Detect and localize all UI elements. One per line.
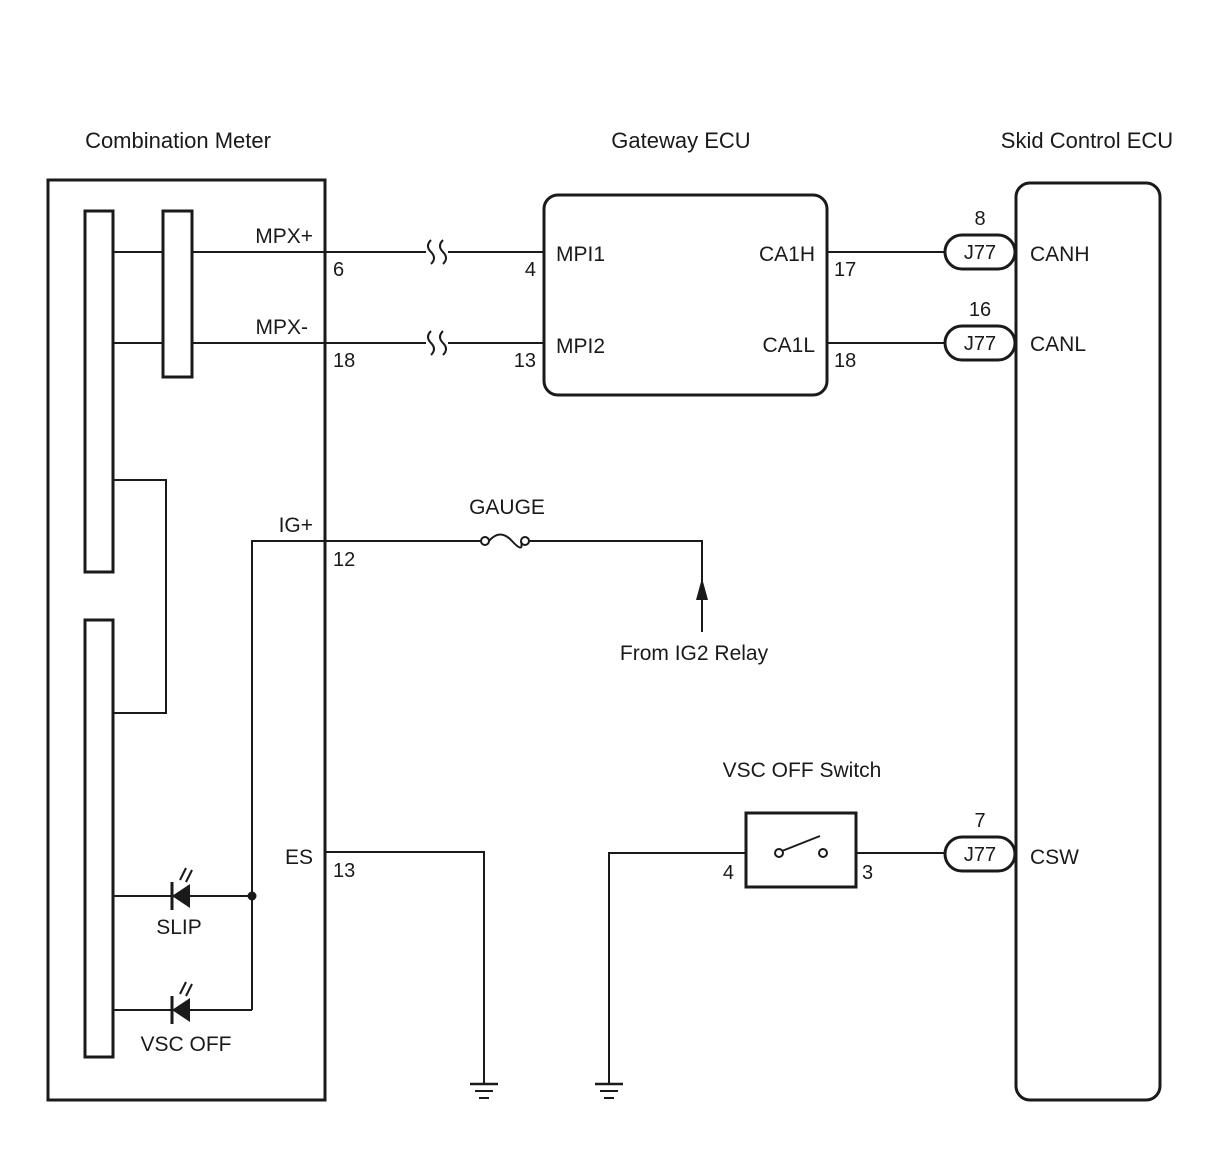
pin-ca1l: 18: [834, 350, 856, 372]
meter-mpx-interface: [161, 209, 194, 379]
vsc-off-led-icon: [172, 998, 190, 1022]
meter-upper-module: [83, 209, 115, 574]
connector-j77-canh-shape: [943, 233, 1017, 271]
connector-j77-canh-label: J77: [964, 242, 996, 264]
ig-power-circuit: GAUGE From IG2 Relay: [325, 496, 769, 665]
gateway-ecu: MPI1 MPI2 CA1H CA1L 4 13 17 18: [514, 193, 856, 397]
slip-indicator: SLIP: [113, 867, 252, 939]
ig-wire-right: [529, 540, 703, 632]
terminal-csw: CSW: [1030, 846, 1079, 869]
connector-j77-csw-label: J77: [964, 844, 996, 866]
arrow-up-icon: [696, 578, 708, 600]
switch-pin-right: 3: [862, 862, 873, 884]
skid-control-ecu-title: Skid Control ECU: [1001, 128, 1173, 153]
slip-label: SLIP: [156, 916, 202, 939]
power-source-label: From IG2 Relay: [620, 642, 769, 665]
vsc-off-led-ray-icon: [179, 981, 187, 995]
es-ground-circuit: [325, 851, 498, 1099]
terminal-ca1l: CA1L: [762, 334, 815, 357]
ground-icon: [595, 1082, 623, 1099]
terminal-mpx-plus: MPX+: [255, 225, 313, 248]
combination-meter-box: [46, 178, 327, 1102]
pin-mpx-plus: 6: [333, 259, 344, 281]
vsc-off-switch-circuit: VSC OFF Switch 4 3: [595, 759, 945, 1099]
connector-j77-canl-label: J77: [964, 333, 996, 355]
connector-j77-canh: J77 8: [943, 208, 1017, 271]
skid-control-ecu: J77 8 J77 16 J77 7 CANH CANL CSW: [943, 181, 1162, 1102]
connector-j77-canl: J77 16: [943, 299, 1017, 362]
vsc-off-switch-label: VSC OFF Switch: [723, 759, 882, 782]
terminal-mpi1: MPI1: [556, 243, 605, 266]
gateway-ecu-box: [542, 193, 829, 397]
vsc-off-switch-box: [744, 811, 858, 889]
terminal-mpx-minus: MPX-: [256, 316, 309, 339]
fuse-icon: [480, 533, 530, 549]
pin-mpx-minus: 18: [333, 350, 355, 372]
skid-control-ecu-box: [1014, 181, 1162, 1102]
terminal-ca1h: CA1H: [759, 243, 815, 266]
pin-es: 13: [333, 860, 355, 882]
terminal-canl: CANL: [1030, 333, 1086, 356]
connector-j77-canl-pin: 16: [969, 299, 991, 321]
connector-j77-canl-shape: [943, 324, 1017, 362]
terminal-mpi2: MPI2: [556, 335, 605, 358]
switch-pin-left: 4: [723, 862, 734, 884]
mpx-plus-wire: [192, 239, 544, 265]
meter-ig-feed: [251, 540, 325, 1010]
switch-ground-wire: [608, 852, 746, 1083]
combination-meter-title: Combination Meter: [85, 128, 271, 153]
mpx-minus-wire: [192, 330, 544, 356]
gateway-ecu-title: Gateway ECU: [611, 128, 750, 153]
combination-meter: SLIP VSC OFF MPX+ MPX- IG+ ES 6 18 12 13: [46, 178, 355, 1102]
slip-led-ray-icon: [185, 869, 193, 883]
ground-icon: [470, 1082, 498, 1099]
meter-lower-module: [83, 618, 115, 1059]
es-ground-wire: [325, 851, 485, 1083]
slip-led-ray-icon: [179, 867, 187, 881]
connector-j77-csw-pin: 7: [974, 810, 985, 832]
switch-icon: [774, 835, 828, 858]
connector-j77-csw: J77 7: [943, 810, 1017, 873]
pin-mpi2: 13: [514, 350, 536, 372]
vsc-off-label: VSC OFF: [140, 1033, 231, 1056]
pin-ig-plus: 12: [333, 549, 355, 571]
fuse-label: GAUGE: [469, 496, 545, 519]
pin-mpi1: 4: [525, 259, 536, 281]
vsc-off-indicator: VSC OFF: [113, 981, 252, 1056]
terminal-es: ES: [285, 846, 313, 869]
terminal-canh: CANH: [1030, 243, 1090, 266]
meter-internal-link: [113, 479, 167, 714]
connector-j77-canh-pin: 8: [974, 208, 985, 230]
slip-led-icon: [172, 884, 190, 908]
vsc-off-led-ray-icon: [185, 983, 193, 997]
terminal-ig-plus: IG+: [279, 514, 313, 537]
pin-ca1h: 17: [834, 259, 856, 281]
